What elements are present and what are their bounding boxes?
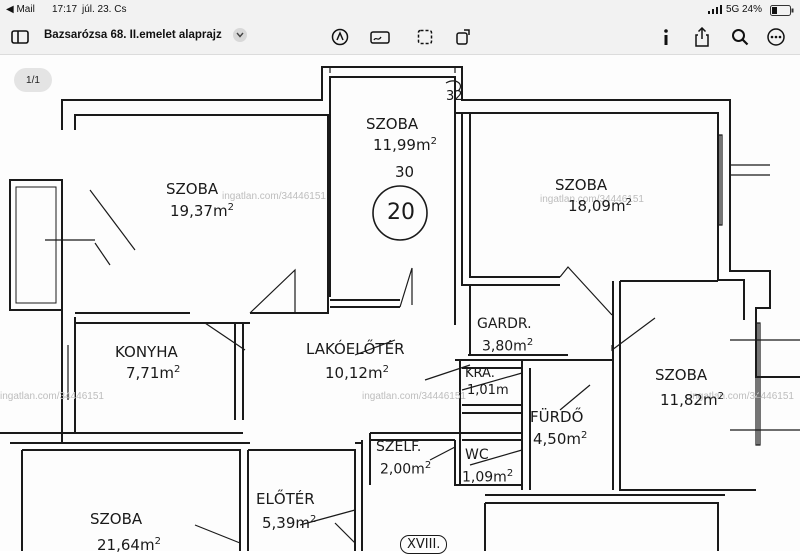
room-area: 19,37m2 bbox=[170, 202, 234, 220]
markup-button[interactable] bbox=[328, 25, 352, 49]
room-name: SZOBA bbox=[90, 510, 143, 528]
room-area: 7,71m2 bbox=[126, 364, 181, 382]
room-area: 11,99m2 bbox=[373, 136, 437, 154]
status-date: júl. 23. Cs bbox=[82, 4, 127, 15]
room-name: SZOBA bbox=[655, 366, 708, 384]
sidebar-button[interactable] bbox=[8, 25, 32, 49]
watermark: ingatlan.com/34446151 bbox=[222, 191, 326, 202]
room-area: 2,00m2 bbox=[380, 460, 432, 478]
battery-percent: 24% bbox=[742, 4, 763, 15]
sidebar-icon bbox=[11, 30, 29, 44]
room-area: 1,09m2 bbox=[462, 468, 514, 486]
signal-icon bbox=[708, 5, 722, 17]
room-name: WC bbox=[465, 447, 489, 463]
back-to-mail[interactable]: ◀ Mail bbox=[6, 4, 35, 15]
room-area: 11,82m2 bbox=[660, 391, 724, 409]
status-time: 17:17 bbox=[52, 4, 78, 15]
room-name: GARDR. bbox=[477, 316, 532, 332]
room-name: SZELF. bbox=[376, 439, 422, 455]
selection-box-icon bbox=[417, 29, 433, 45]
battery-icon bbox=[770, 5, 794, 19]
floor-plan-page[interactable]: ingatlan.com/34446151 ingatlan.com/34446… bbox=[0, 55, 800, 554]
floor-plan-drawing bbox=[0, 66, 800, 551]
room-name: KONYHA bbox=[115, 343, 178, 361]
watermark: ingatlan.com/34446151 bbox=[690, 391, 794, 402]
more-icon bbox=[767, 28, 785, 46]
chevron-down-icon bbox=[236, 32, 244, 38]
info-button[interactable] bbox=[654, 25, 678, 49]
room-name: SZOBA bbox=[555, 176, 608, 194]
room-name: FÜRDŐ bbox=[530, 408, 584, 426]
room-area: 21,64m2 bbox=[97, 536, 161, 554]
annotation-32: 32 bbox=[446, 89, 463, 104]
search-button[interactable] bbox=[728, 25, 752, 49]
rotate-button[interactable] bbox=[452, 25, 476, 49]
room-area: 3,80m2 bbox=[482, 337, 534, 355]
page-indicator: 1/1 bbox=[14, 68, 52, 92]
network-type: 5G bbox=[726, 4, 740, 15]
room-name: ELŐTÉR bbox=[256, 490, 315, 508]
room-name: SZOBA bbox=[166, 180, 219, 198]
signature-button[interactable] bbox=[368, 25, 392, 49]
annotation-20: 20 bbox=[387, 200, 415, 225]
room-name: LAKÓELŐTÉR bbox=[306, 340, 405, 358]
viewer-toolbar: Bazsarózsa 68. II.emelet alaprajz bbox=[0, 20, 800, 55]
room-name: SZOBA bbox=[366, 115, 419, 133]
room-area: 5,39m2 bbox=[262, 514, 317, 532]
room-area: 4,50m2 bbox=[533, 430, 588, 448]
room-area: 1,01m bbox=[467, 383, 509, 398]
status-bar: ◀ Mail 17:17 júl. 23. Cs 5G 24% bbox=[0, 0, 800, 20]
watermark: ingatlan.com/34446151 bbox=[540, 194, 644, 205]
watermark: ingatlan.com/34446151 bbox=[362, 391, 466, 402]
document-title[interactable]: Bazsarózsa 68. II.emelet alaprajz bbox=[44, 29, 222, 41]
room-area: 10,12m2 bbox=[325, 364, 389, 382]
search-icon bbox=[732, 29, 749, 46]
annotation-30: 30 bbox=[395, 163, 415, 181]
markup-pen-icon bbox=[331, 28, 349, 46]
stair-label: XVIII. bbox=[400, 535, 448, 554]
signature-icon bbox=[370, 31, 390, 44]
share-button[interactable] bbox=[690, 25, 714, 49]
share-icon bbox=[695, 27, 709, 47]
more-button[interactable] bbox=[764, 25, 788, 49]
info-icon bbox=[664, 29, 668, 45]
watermark: ingatlan.com/34446151 bbox=[0, 391, 104, 402]
rotate-page-icon bbox=[456, 29, 470, 45]
title-menu-button[interactable] bbox=[233, 28, 247, 42]
room-area: 18,09m2 bbox=[568, 197, 632, 215]
room-name: KRA. bbox=[465, 366, 495, 381]
selection-button[interactable] bbox=[413, 25, 437, 49]
